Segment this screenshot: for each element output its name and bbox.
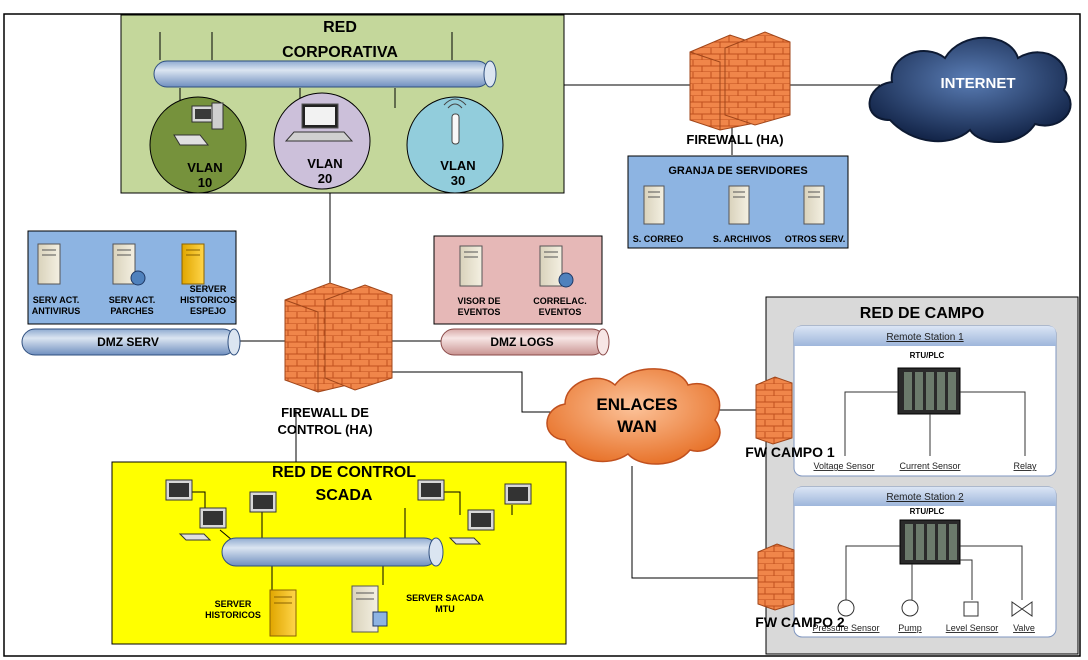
vlan-10-label-line1: VLAN: [187, 160, 222, 175]
dmz-serv-antivirus-line1: SERV ACT.: [33, 295, 80, 305]
dmz-logs-visor-line1: VISOR DE: [457, 296, 500, 306]
dmz-serv-bus: DMZ SERV: [21, 328, 241, 356]
firewall-ha-label: FIREWALL (HA): [686, 132, 783, 147]
rtu-plc-icon: [899, 519, 961, 565]
fw-campo-2: FW CAMPO 2: [755, 543, 845, 630]
server-icon: [37, 243, 61, 285]
dmz-logs-zone: VISOR DE EVENTOS CORRELAC. EVENTOS: [433, 235, 603, 325]
dmz-serv-historicos-line1: SERVER: [190, 284, 227, 294]
granja-title: GRANJA DE SERVIDORES: [668, 165, 807, 177]
rtu-plc-icon: [897, 367, 961, 415]
firewall-ha: FIREWALL (HA): [686, 31, 791, 147]
station1-sensor-current: Current Sensor: [899, 461, 960, 471]
dmz-logs-correlac-line1: CORRELAC.: [533, 296, 587, 306]
firewall-control-label-line1: FIREWALL DE: [281, 405, 369, 420]
globe-icon: [130, 270, 146, 286]
server-mtu-line2: MTU: [435, 604, 455, 614]
pump-icon: [901, 599, 919, 617]
dmz-serv-historicos-line3: ESPEJO: [190, 306, 226, 316]
vlan-10-label-line2: 10: [198, 175, 212, 190]
fw-campo-1: FW CAMPO 1: [745, 376, 835, 460]
vlan-30: VLAN 30: [406, 96, 504, 194]
dmz-logs-bus-label: DMZ LOGS: [490, 335, 553, 349]
red-corporativa-title-line1: RED: [323, 19, 357, 36]
granja-server-correo: S. CORREO: [633, 234, 684, 244]
server-icon: [112, 243, 146, 286]
workstation-icon: [178, 507, 227, 541]
red-control-title-line2: SCADA: [316, 487, 373, 504]
enlaces-wan-label-line1: ENLACES: [596, 395, 677, 414]
enlaces-wan-label-line2: WAN: [617, 417, 657, 436]
red-corporativa-title-line2: CORPORATIVA: [282, 44, 398, 61]
station1-rtu-label: RTU/PLC: [910, 351, 945, 360]
station2-rtu-label: RTU/PLC: [910, 507, 945, 516]
dmz-serv-zone: SERV ACT. ANTIVIRUS SERV ACT. PARCHES SE…: [27, 230, 237, 325]
valve-icon: [1011, 601, 1033, 617]
station1-title: Remote Station 1: [886, 332, 964, 343]
pressure-sensor-icon: [837, 599, 855, 617]
corporate-backbone-pipe: [153, 60, 491, 88]
red-campo-title: RED DE CAMPO: [860, 305, 984, 322]
dmz-serv-antivirus-line2: ANTIVIRUS: [32, 306, 81, 316]
server-icon: [269, 589, 297, 637]
server-historicos-line2: HISTORICOS: [205, 610, 261, 620]
workstation-icon: [448, 509, 495, 545]
level-sensor-icon: [963, 601, 979, 617]
red-control-title-line1: RED DE CONTROL: [272, 464, 416, 481]
vlan-30-label-line1: VLAN: [440, 158, 475, 173]
workstation-icon: [165, 479, 193, 501]
station1-sensor-voltage: Voltage Sensor: [813, 461, 874, 471]
fw-campo-2-label: FW CAMPO 2: [755, 614, 845, 630]
remote-station-1: Remote Station 1 RTU/PLC Voltage Sensor …: [793, 325, 1057, 477]
remote-station-2: Remote Station 2 RTU/PLC Pressure Sensor…: [793, 486, 1057, 638]
station2-title: Remote Station 2: [886, 492, 964, 503]
red-campo-zone: RED DE CAMPO Remote Station 1 RTU/PLC Vo…: [765, 296, 1079, 655]
granja-server-otros: OTROS SERV.: [785, 234, 846, 244]
enlaces-wan-cloud: ENLACES WAN: [546, 368, 721, 465]
server-icon: [643, 185, 665, 225]
granja-servidores: GRANJA DE SERVIDORES S. CORREO S. ARCHIV…: [627, 155, 849, 249]
vlan-20-label-line2: 20: [318, 171, 332, 186]
firewall-control: FIREWALL DE CONTROL (HA): [277, 282, 393, 437]
workstation-icon: [504, 483, 532, 505]
workstation-icon: [417, 479, 445, 501]
dmz-serv-bus-label: DMZ SERV: [97, 335, 159, 349]
server-icon: [351, 585, 388, 633]
server-icon: [728, 185, 750, 225]
server-icon: [459, 245, 483, 287]
access-point-icon: [451, 113, 460, 145]
server-icon: [181, 243, 205, 285]
vlan-20-label-line1: VLAN: [307, 156, 342, 171]
server-historicos-line1: SERVER: [215, 599, 252, 609]
station2-sensor-level: Level Sensor: [946, 623, 999, 633]
dmz-serv-historicos-line2: HISTORICOS: [180, 295, 236, 305]
station2-sensor-valve: Valve: [1013, 623, 1035, 633]
vlan-20: VLAN 20: [273, 92, 371, 190]
server-icon: [539, 245, 574, 288]
dmz-serv-parches-line2: PARCHES: [110, 306, 153, 316]
dmz-logs-correlac-line2: EVENTOS: [539, 307, 582, 317]
dmz-logs-visor-line2: EVENTOS: [458, 307, 501, 317]
internet-label: INTERNET: [941, 75, 1016, 92]
vlan-30-label-line2: 30: [451, 173, 465, 188]
station2-sensor-pressure: Pressure Sensor: [812, 623, 879, 633]
globe-icon: [558, 272, 574, 288]
station1-sensor-relay: Relay: [1013, 461, 1037, 471]
granja-server-archivos: S. ARCHIVOS: [713, 234, 771, 244]
internet-cloud: INTERNET: [868, 36, 1072, 143]
fw-campo-1-label: FW CAMPO 1: [745, 444, 835, 460]
dmz-logs-bus: DMZ LOGS: [440, 328, 610, 356]
scada-bus-pipe: [221, 537, 439, 567]
firewall-control-label-line2: CONTROL (HA): [277, 422, 372, 437]
workstation-icon: [249, 491, 277, 513]
server-icon: [803, 185, 825, 225]
station2-sensor-pump: Pump: [898, 623, 922, 633]
dmz-serv-parches-line1: SERV ACT.: [109, 295, 156, 305]
server-mtu-line1: SERVER SACADA: [406, 593, 484, 603]
red-control-scada-zone: RED DE CONTROL SCADA: [111, 461, 567, 645]
vlan-10: VLAN 10: [149, 96, 247, 194]
